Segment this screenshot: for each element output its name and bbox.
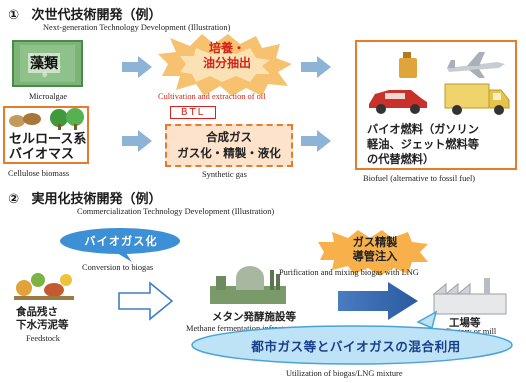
biofuel-jp-line3: の代替燃料） bbox=[367, 153, 435, 166]
cellulose-jp-line2: バイオマス bbox=[9, 147, 75, 162]
car-icon bbox=[369, 90, 427, 114]
wood-logs-icon bbox=[9, 113, 41, 127]
outline-arrow-icon bbox=[118, 281, 174, 321]
purify-jp-line2: 導管注入 bbox=[352, 250, 398, 263]
purify-label-en: Purification and mixing biogas with LNG bbox=[279, 268, 419, 277]
arrow-right-icon bbox=[301, 130, 331, 152]
mixture-label-en: Utilization of biogas/LNG mixture bbox=[286, 369, 403, 378]
truck-icon bbox=[444, 83, 510, 115]
section2-number: ② bbox=[8, 192, 20, 207]
section2-title-en: Commercialization Technology Development… bbox=[77, 207, 275, 216]
section2-title-jp: 実用化技術開発（例） bbox=[31, 192, 162, 207]
biofuel-label-en: Biofuel (alternative to fossil fuel) bbox=[363, 174, 476, 183]
factory-label-en: Factory or mill bbox=[446, 327, 497, 336]
btl-label: BTL bbox=[170, 106, 216, 119]
synthetic-jp-line2: ガス化・精製・液化 bbox=[177, 146, 281, 160]
speech-bubble-icon bbox=[191, 310, 513, 365]
starburst-icon bbox=[158, 34, 292, 96]
purify-jp-line1: ガス精製 bbox=[352, 236, 398, 249]
section1-title-jp: 次世代技術開発（例） bbox=[31, 8, 162, 23]
biogas-label-en: Conversion to biogas bbox=[82, 263, 154, 272]
section2-heading: ② 実用化技術開発（例） bbox=[8, 188, 162, 207]
biogas-label-jp: バイオガス化 bbox=[84, 235, 158, 248]
biofuel-jp-line1: バイオ燃料（ガソリン bbox=[367, 123, 479, 136]
cultivation-label-en: Cultivation and extraction of oil bbox=[158, 92, 266, 101]
feedstock-jp-line1: 食品残さ bbox=[16, 306, 58, 318]
section1-number: ① bbox=[8, 8, 20, 23]
microalgae-label-jp: 藻類 bbox=[28, 53, 60, 73]
synthetic-jp-line1: 合成ガス bbox=[206, 130, 252, 144]
factory-icon bbox=[432, 278, 507, 315]
airplane-icon bbox=[447, 52, 505, 78]
methane-label-jp: メタン発酵施設等 bbox=[212, 311, 296, 323]
microalgae-label-en: Microalgae bbox=[29, 92, 68, 101]
methane-facility-icon bbox=[210, 266, 286, 304]
microalgae-box: 藻類 bbox=[12, 40, 83, 87]
cellulose-box: セルロース系 バイオマス bbox=[3, 106, 89, 164]
cellulose-jp-line1: セルロース系 bbox=[9, 132, 87, 147]
cellulose-label-jp: セルロース系 バイオマス bbox=[9, 132, 86, 162]
arrow-right-icon bbox=[122, 56, 152, 78]
mixture-label-jp: 都市ガス等とバイオガスの混合利用 bbox=[251, 339, 461, 354]
feedstock-label-jp: 食品残さ 下水汚泥等 bbox=[16, 306, 69, 332]
feedstock-jp-line2: 下水汚泥等 bbox=[16, 319, 69, 331]
synthetic-label-en: Synthetic gas bbox=[202, 170, 247, 179]
synthetic-gas-box: 合成ガス ガス化・精製・液化 bbox=[165, 124, 293, 167]
methane-label-en: Methane fermentation infrastructure bbox=[186, 324, 308, 333]
arrow-right-icon bbox=[338, 282, 418, 320]
speech-bubble-icon bbox=[60, 228, 180, 262]
factory-label-jp: 工場等 bbox=[449, 317, 481, 329]
starburst-icon bbox=[318, 230, 428, 276]
cultivation-jp-line1: 培養・ bbox=[208, 41, 245, 55]
fuel-can-icon bbox=[399, 52, 417, 78]
biofuel-jp-line2: 軽油、ジェット燃料等 bbox=[367, 138, 479, 151]
cultivation-jp-line2: 油分抽出 bbox=[202, 56, 251, 70]
tree-icon bbox=[50, 108, 84, 130]
feedstock-label-en: Feedstock bbox=[26, 334, 60, 343]
section1-title-en: Next-generation Technology Development (… bbox=[43, 23, 231, 32]
biofuel-label-jp: バイオ燃料（ガソリン 軽油、ジェット燃料等 の代替燃料） bbox=[367, 122, 479, 167]
biofuel-box: バイオ燃料（ガソリン 軽油、ジェット燃料等 の代替燃料） bbox=[355, 40, 517, 170]
synthetic-label-jp: 合成ガス ガス化・精製・液化 bbox=[167, 129, 291, 161]
purify-label-jp: ガス精製 導管注入 bbox=[340, 236, 410, 264]
arrow-right-icon bbox=[301, 56, 331, 78]
food-waste-icon bbox=[14, 273, 74, 300]
arrow-right-icon bbox=[122, 130, 152, 152]
cultivation-label-jp: 培養・ 油分抽出 bbox=[187, 41, 267, 71]
cellulose-label-en: Cellulose biomass bbox=[8, 169, 70, 178]
section1-heading: ① 次世代技術開発（例） bbox=[8, 4, 162, 23]
